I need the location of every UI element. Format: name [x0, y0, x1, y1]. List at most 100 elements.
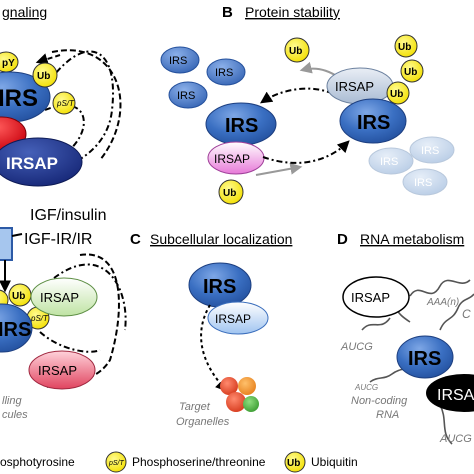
- aucg-bottom-label: AUCG: [439, 433, 472, 445]
- panel-d-title: RNA metabolism: [360, 231, 464, 247]
- phosphoserine-badge: [105, 451, 127, 473]
- ubiquitin-badge: [400, 59, 424, 83]
- panel-c: C Subcellular localization IRS IRSAP Tar…: [130, 231, 292, 428]
- irsap-label: IRSAP: [40, 290, 79, 305]
- irs-degraded-label: IRS: [421, 145, 439, 157]
- irs-label: IRS: [0, 85, 38, 112]
- panel-b: B Protein stability IRS IRS IRS IRS IRSA…: [160, 4, 455, 205]
- ubiquitin-badge: [284, 451, 306, 473]
- irs-protein: [339, 98, 407, 144]
- py-label: pY: [2, 58, 15, 69]
- target-organelles-label-1: Target: [179, 401, 211, 413]
- ubiquitin-badge: [284, 37, 310, 63]
- panel-c-letter: C: [130, 231, 141, 248]
- signalling-molecules-label-2: cules: [2, 409, 28, 421]
- degradation-arrow: [255, 162, 303, 176]
- ub-label: Ub: [37, 71, 50, 82]
- signalling-molecules-label-1: lling: [2, 395, 22, 407]
- irs-degraded-label: IRS: [414, 177, 432, 189]
- irsap-label: IRSAP: [335, 79, 374, 94]
- irs-label: IRS: [408, 348, 441, 370]
- ub-label: Ub: [223, 188, 236, 199]
- ub-label: Ub: [398, 42, 411, 53]
- irs-protein: [396, 335, 454, 379]
- receptor-icon: [0, 227, 13, 261]
- organelle-icon: [238, 377, 256, 395]
- legend-phosphoserine: Phosphoserine/threonine: [132, 455, 266, 469]
- irs-label: IRS: [0, 319, 31, 341]
- ub-label: Ub: [289, 46, 302, 57]
- panel-d-letter: D: [337, 231, 348, 248]
- irsap-protein: [207, 301, 269, 335]
- irs-small-label: IRS: [215, 67, 233, 79]
- irs-protein-small: [206, 58, 246, 86]
- rna-strand: [439, 293, 474, 331]
- pst-label: pS/T: [108, 460, 125, 467]
- ub-label: Ub: [287, 458, 300, 469]
- organelle-icon: [226, 392, 246, 412]
- irsap-label: IRSAP: [437, 387, 474, 404]
- ubiquitin-badge: [32, 62, 58, 88]
- irsap-protein-black: [426, 374, 474, 412]
- rna-strand: [361, 317, 391, 331]
- irsap-protein: [28, 350, 96, 390]
- irs-protein: [0, 303, 33, 353]
- irs-degraded: [409, 136, 455, 164]
- irsap-protein: [342, 276, 410, 318]
- panel-a-lower: IGF/insulin IGF-IR/IR Ub pS/T IRS IRSAP …: [0, 207, 127, 421]
- panel-b-title: Protein stability: [245, 4, 340, 20]
- legend-ubiquitin: Ubiquitin: [311, 455, 358, 469]
- ub-label: Ub: [12, 291, 25, 302]
- non-coding-label-1: Non-coding: [351, 395, 408, 407]
- ub-label: Ub: [404, 67, 417, 78]
- panel-d: D RNA metabolism IRSAP AAA(n) C AUCG IRS…: [337, 231, 474, 445]
- pst-label: pS/T: [56, 99, 75, 108]
- rna-strand: [439, 404, 453, 445]
- irsap-protein: [0, 137, 83, 187]
- irs-degraded-label: IRS: [380, 156, 398, 168]
- irs-label: IRS: [203, 276, 236, 298]
- pst-label: pS/T: [30, 314, 49, 323]
- irs-small-label: IRS: [169, 55, 187, 67]
- irs-degraded: [402, 168, 448, 196]
- irsap-protein: [30, 277, 98, 317]
- panel-a-title: gnaling: [2, 4, 47, 20]
- organelle-icon: [243, 396, 259, 412]
- igf-ir-label: IGF-IR/IR: [24, 231, 92, 248]
- loop-arrow: [39, 331, 101, 353]
- irsap-label: IRSAP: [38, 363, 77, 378]
- irs-small-label: IRS: [177, 90, 195, 102]
- ubiquitin-badge: [394, 34, 418, 58]
- irsap-label: IRSAP: [214, 152, 250, 166]
- panel-b-letter: B: [222, 4, 233, 21]
- ubiquitin-badge: [386, 81, 410, 105]
- aaa-label: AAA(n): [426, 297, 459, 308]
- irs-label: IRS: [225, 115, 258, 137]
- target-organelles-label-2: Organelles: [176, 416, 230, 428]
- ub-label: Ub: [390, 89, 403, 100]
- exchange-arrow: [262, 140, 350, 164]
- arc-arrow: [35, 53, 61, 65]
- aucg-small-label: AUCG: [354, 383, 378, 392]
- legend-phosphotyrosine: osphotyrosine: [0, 455, 75, 469]
- irsap-label: IRSAP: [215, 312, 251, 326]
- non-coding-label-2: RNA: [376, 409, 399, 421]
- irs-protein-small: [160, 46, 200, 74]
- arc-arrow: [51, 49, 122, 161]
- panel-c-title: Subcellular localization: [150, 231, 292, 247]
- panel-a: gnaling pY IRS Ub pS/T IRSAP: [0, 4, 122, 187]
- arc-arrow: [37, 50, 114, 178]
- organelle-icon: [220, 377, 238, 395]
- irs-degraded: [368, 147, 414, 175]
- rna-c-label: C: [462, 307, 471, 321]
- rna-strand: [409, 279, 471, 297]
- irsap-label: IRSAP: [351, 290, 390, 305]
- aucg-label: AUCG: [340, 341, 373, 353]
- localization-arrow: [200, 304, 228, 392]
- ubiquitin-badge: [218, 179, 244, 205]
- legend: osphotyrosine pS/T Phosphoserine/threoni…: [0, 451, 358, 473]
- igf-insulin-label: IGF/insulin: [30, 207, 106, 224]
- irsap-label: IRSAP: [6, 154, 58, 173]
- receptor-pointer: [11, 233, 23, 237]
